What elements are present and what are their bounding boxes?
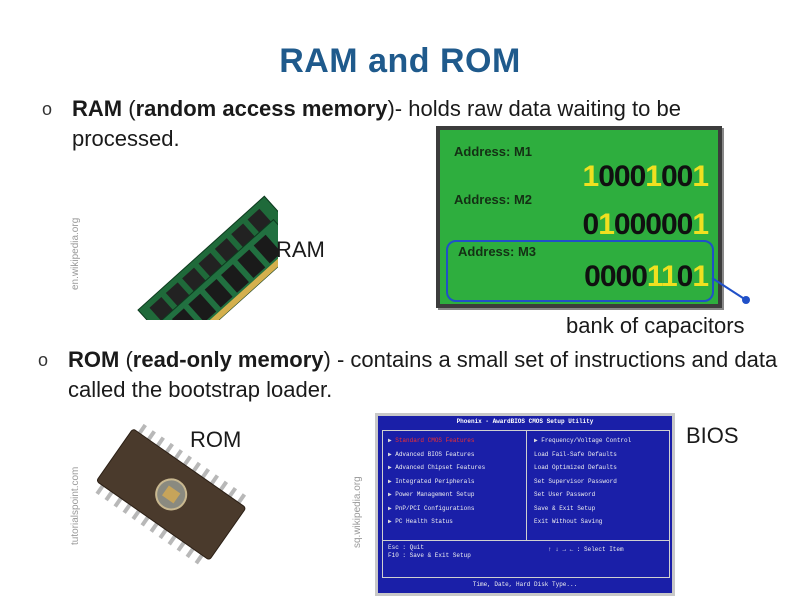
address-label: Address: M3 (458, 244, 537, 259)
bit-zero: 0 (629, 160, 647, 193)
rom-source-watermark: tutorialspoint.com (70, 466, 81, 545)
bit-zero: 0 (660, 208, 678, 241)
bit-zero: 0 (584, 260, 601, 293)
bios-select-hint: ↑ ↓ → ← : Select Item (548, 546, 624, 553)
rom-chip-image (95, 423, 247, 565)
bios-title: Phoenix - AwardBIOS CMOS Setup Utility (456, 418, 594, 425)
bios-menu-item[interactable]: ▶ PC Health Status (388, 518, 453, 525)
triangle-right-icon: ▶ (388, 450, 396, 458)
bit-zero: 0 (660, 160, 678, 193)
ram-source-watermark: en.wikipedia.org (70, 217, 81, 290)
capacitor-row-highlight (446, 240, 714, 302)
bit-zero: 0 (676, 260, 694, 293)
capacitor-pointer (711, 277, 750, 304)
bit-one: 1 (646, 260, 662, 293)
ram-gap: ( (122, 96, 136, 121)
bit-zero: 0 (645, 208, 662, 241)
bit-pattern: 10001001 (583, 160, 709, 194)
bit-zero: 0 (613, 160, 631, 193)
rom-description: ) - contains a small set of instructions… (68, 347, 778, 402)
bios-menu-item[interactable]: ▶ Integrated Peripherals (388, 477, 475, 485)
ram-description: )- holds raw data waiting to be processe… (72, 96, 681, 151)
bios-menu-item[interactable]: ▶ Standard CMOS Features (388, 437, 475, 444)
bios-menu-item[interactable]: Load Fail-Safe Defaults (534, 450, 617, 458)
bios-menu-item[interactable]: ▶ Frequency/Voltage Control (534, 437, 632, 444)
bios-left-menu: ▶ Standard CMOS Features ▶ Advanced BIOS… (388, 434, 485, 529)
ram-label: RAM (276, 237, 325, 262)
rom-term: ROM (68, 347, 120, 372)
bit-zero: 0 (599, 260, 617, 293)
bios-right-menu: ▶ Frequency/Voltage Control Load Fail-Sa… (534, 434, 631, 529)
bullet-marker: o (42, 99, 53, 119)
bios-footer-divider (382, 540, 670, 541)
slide-title: RAM and ROM (279, 42, 521, 80)
capacitors-label: bank of capacitors (566, 313, 745, 338)
bit-one: 1 (692, 260, 709, 293)
bios-column-divider (526, 430, 527, 540)
bit-one: 1 (692, 160, 709, 193)
bios-menu-item[interactable]: Save & Exit Setup (534, 504, 596, 512)
triangle-right-icon: ▶ (388, 477, 396, 485)
bit-one: 1 (598, 208, 615, 241)
ram-bullet: o RAM (random access memory)- holds raw … (42, 94, 772, 154)
ram-term: RAM (72, 96, 123, 121)
bios-key-quit: Esc : Quit (388, 544, 425, 551)
triangle-right-icon: ▶ (534, 437, 542, 444)
bit-one: 1 (582, 160, 600, 193)
bios-setup-screen: Phoenix - AwardBIOS CMOS Setup Utility ▶… (375, 413, 675, 596)
bios-menu-item[interactable]: ▶ Power Management Setup (388, 491, 475, 498)
bit-zero: 0 (613, 208, 631, 241)
bios-label: BIOS (686, 423, 739, 448)
bios-menu-item[interactable]: Set User Password (534, 491, 596, 498)
bios-key-save: F10 : Save & Exit Setup (388, 552, 471, 559)
bit-zero: 0 (631, 260, 648, 293)
triangle-right-icon: ▶ (388, 437, 396, 444)
bios-menu-item[interactable]: Exit Without Saving (534, 518, 603, 525)
bit-pattern: 01000001 (583, 208, 709, 242)
triangle-right-icon: ▶ (388, 518, 396, 525)
ram-sticks-image (137, 195, 278, 320)
bios-menu-item[interactable]: ▶ PnP/PCI Configurations (388, 504, 475, 512)
bios-source-watermark: sq.wikipedia.org (352, 476, 363, 548)
bit-pattern: 00001101 (584, 260, 709, 294)
rom-gap: ( (119, 347, 133, 372)
bit-one: 1 (645, 160, 662, 193)
address-label: Address: M2 (454, 192, 533, 207)
bullet-marker: o (38, 350, 49, 370)
triangle-right-icon: ▶ (388, 504, 396, 512)
rom-label: ROM (190, 427, 242, 452)
bit-one: 1 (692, 208, 709, 241)
bios-menu-item[interactable]: ▶ Advanced Chipset Features (388, 464, 486, 471)
bit-zero: 0 (676, 160, 694, 193)
triangle-right-icon: ▶ (388, 491, 396, 498)
bit-zero: 0 (598, 160, 615, 193)
bit-one: 1 (660, 260, 678, 293)
rom-bullet: o ROM (read-only memory) - contains a sm… (38, 345, 788, 405)
bios-menu-item[interactable]: ▶ Advanced BIOS Features (388, 450, 475, 458)
bios-key-help: Esc : Quit F10 : Save & Exit Setup (388, 544, 471, 560)
bios-menu-item[interactable]: Load Optimized Defaults (534, 464, 617, 471)
memory-bank-panel: Address: M1 10001001 Address: M2 0100000… (436, 126, 722, 308)
bios-menu-item[interactable]: Set Supervisor Password (534, 477, 617, 485)
bit-zero: 0 (582, 208, 600, 241)
address-label: Address: M1 (454, 144, 533, 159)
rom-expansion: read-only memory (132, 347, 324, 372)
triangle-right-icon: ▶ (388, 464, 396, 471)
bit-zero: 0 (615, 260, 633, 293)
bios-status-line: Time, Date, Hard Disk Type... (472, 581, 578, 588)
bit-zero: 0 (629, 208, 647, 241)
bit-zero: 0 (676, 208, 694, 241)
ram-expansion: random access memory (135, 96, 388, 121)
